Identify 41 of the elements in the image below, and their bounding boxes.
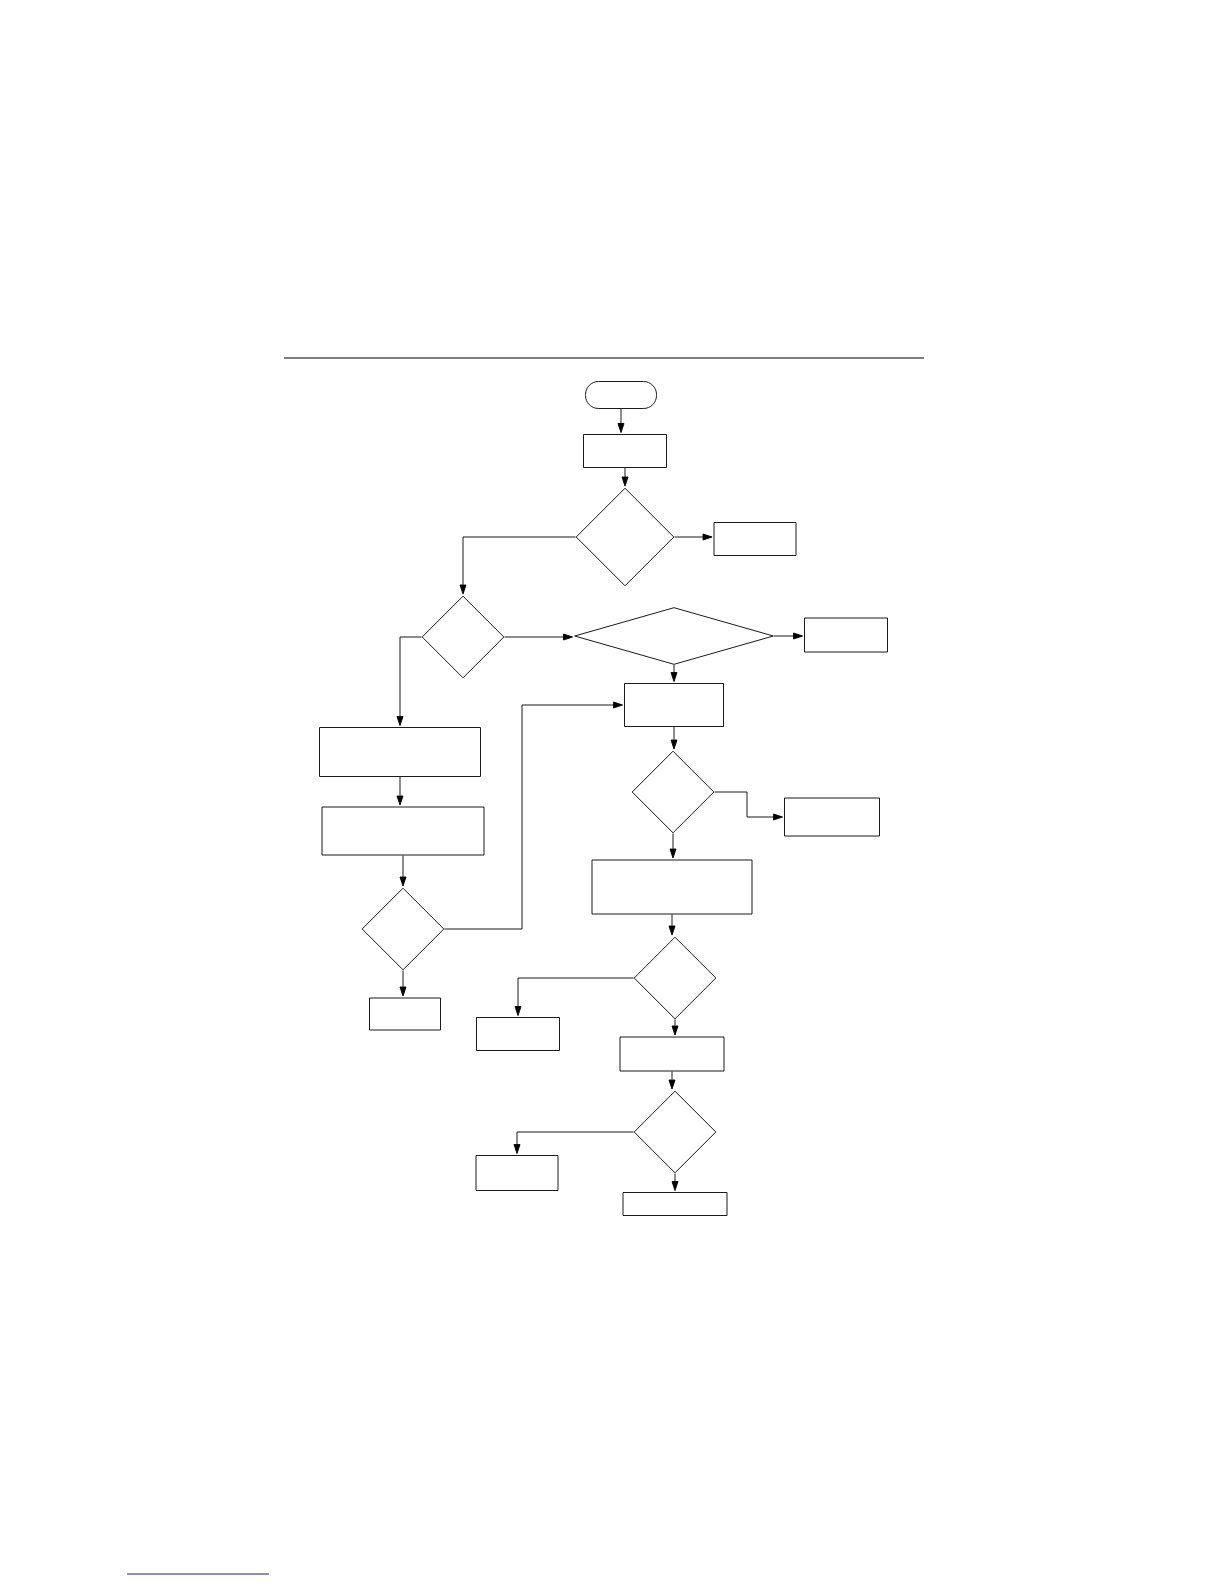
arrow bbox=[671, 1173, 679, 1192]
process-box bbox=[319, 727, 481, 777]
process-box bbox=[583, 434, 667, 468]
arrow bbox=[670, 726, 678, 750]
decision-diamond bbox=[574, 607, 774, 665]
process-box bbox=[713, 522, 797, 556]
arrow bbox=[396, 636, 422, 727]
process-box bbox=[369, 997, 441, 1031]
arrow bbox=[669, 833, 677, 859]
process-box bbox=[476, 1017, 560, 1051]
arrow bbox=[773, 632, 804, 640]
arrow bbox=[513, 1131, 634, 1155]
decision-diamond bbox=[633, 1090, 717, 1174]
process-box bbox=[591, 859, 753, 915]
arrow bbox=[617, 408, 625, 433]
decision-diamond bbox=[575, 487, 675, 587]
arrow bbox=[459, 536, 576, 595]
decision-diamond bbox=[633, 936, 717, 1020]
arrow bbox=[671, 1019, 679, 1036]
process-box bbox=[804, 617, 888, 653]
decision-diamond bbox=[361, 887, 445, 971]
process-box bbox=[784, 797, 880, 837]
arrow bbox=[668, 1071, 676, 1090]
process-box bbox=[321, 806, 485, 856]
process-box bbox=[619, 1036, 725, 1072]
arrow bbox=[399, 855, 407, 887]
arrow bbox=[504, 633, 574, 641]
arrow bbox=[714, 791, 784, 821]
arrow bbox=[399, 970, 407, 997]
process-box bbox=[622, 1192, 728, 1216]
process-box bbox=[475, 1155, 559, 1191]
process-box bbox=[624, 683, 724, 727]
arrow bbox=[621, 467, 629, 487]
arrow bbox=[668, 914, 676, 936]
decision-diamond bbox=[631, 750, 715, 834]
decision-diamond bbox=[421, 595, 505, 679]
arrow bbox=[444, 701, 624, 930]
arrow bbox=[670, 664, 678, 683]
arrow bbox=[514, 977, 634, 1017]
arrow bbox=[674, 533, 713, 541]
arrow bbox=[396, 776, 404, 806]
